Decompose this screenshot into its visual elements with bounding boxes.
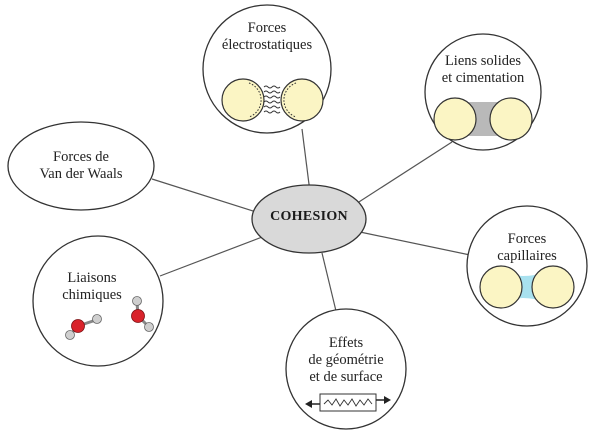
- chemical-label: Liaisons chimiques: [42, 270, 142, 304]
- chemical-label-line2: chimiques: [62, 287, 122, 303]
- connector-capillary: [359, 231, 471, 256]
- geometry-label-line3: et de surface: [309, 369, 383, 385]
- capillary-particles-icon: [479, 265, 575, 309]
- van-der-waals-label-line1: Forces de: [53, 149, 109, 165]
- capillary-label: Forces capillaires: [477, 231, 577, 265]
- electrostatic-label: Forces électrostatiques: [197, 20, 337, 54]
- cohesion-label: COHESION: [270, 209, 348, 224]
- surface-interlock-icon: [305, 393, 391, 412]
- van-der-waals-label: Forces de Van der Waals: [16, 149, 146, 183]
- node-capillary: [466, 205, 588, 327]
- electrostatic-label-line2: électrostatiques: [221, 37, 313, 53]
- geometry-label-line2: de géométrie: [308, 352, 384, 368]
- connector-van-der-waals: [151, 178, 257, 213]
- van-der-waals-label-line2: Van der Waals: [39, 166, 123, 182]
- capillary-label-line1: Forces: [507, 231, 547, 247]
- water-molecules-icon: [65, 296, 154, 340]
- electrostatic-particles-icon: [221, 78, 324, 122]
- node-van-der-waals: [7, 121, 155, 211]
- electrostatic-label-line1: Forces: [247, 20, 287, 36]
- cohesion-hub: [251, 184, 367, 254]
- connector-geometry: [321, 252, 337, 312]
- capillary-label-line2: capillaires: [497, 248, 557, 264]
- geometry-label: Effets de géométrie et de surface: [291, 335, 401, 386]
- connector-solid-bridges: [347, 141, 453, 210]
- solid-bridges-label-line2: et cimentation: [441, 70, 525, 86]
- geometry-label-line1: Effets: [328, 335, 364, 351]
- solid-bridges-label: Liens solides et cimentation: [418, 53, 548, 87]
- solid-bridge-particles-icon: [433, 97, 533, 141]
- connector-chemical: [159, 233, 271, 277]
- chemical-label-line1: Liaisons: [67, 270, 117, 286]
- solid-bridges-label-line1: Liens solides: [444, 53, 522, 69]
